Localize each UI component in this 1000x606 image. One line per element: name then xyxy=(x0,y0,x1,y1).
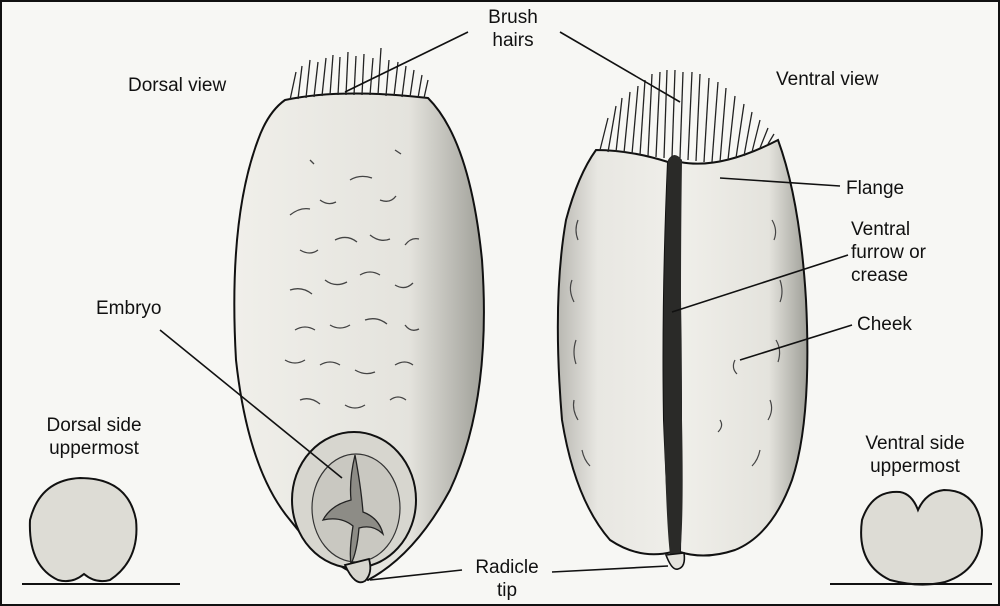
dorsal-cross-section xyxy=(22,478,180,584)
dorsal-brush-hairs xyxy=(290,48,428,100)
dorsal-grain xyxy=(234,48,484,582)
label-cheek: Cheek xyxy=(857,313,912,336)
label-embryo: Embryo xyxy=(96,297,161,320)
ventral-furrow-shape xyxy=(664,155,683,555)
ventral-cross-section xyxy=(830,490,992,585)
label-flange: Flange xyxy=(846,177,904,200)
ventral-right-half xyxy=(679,140,807,556)
ventral-brush-hairs xyxy=(600,70,774,162)
label-dorsal-view: Dorsal view xyxy=(128,74,226,97)
ventral-left-half xyxy=(558,150,672,554)
ventral-radicle-tip xyxy=(666,553,684,569)
label-radicle-tip: Radicle tip xyxy=(448,556,566,602)
ventral-grain xyxy=(558,70,808,569)
label-dorsal-side-uppermost: Dorsal side uppermost xyxy=(24,414,164,460)
label-brush-hairs: Brush hairs xyxy=(448,6,578,52)
label-ventral-view: Ventral view xyxy=(776,68,878,91)
label-ventral-furrow: Ventral furrow or crease xyxy=(851,218,926,287)
leader-brush-hairs-right xyxy=(560,32,680,102)
label-ventral-side-uppermost: Ventral side uppermost xyxy=(840,432,990,478)
leader-radicle-right xyxy=(552,566,668,572)
